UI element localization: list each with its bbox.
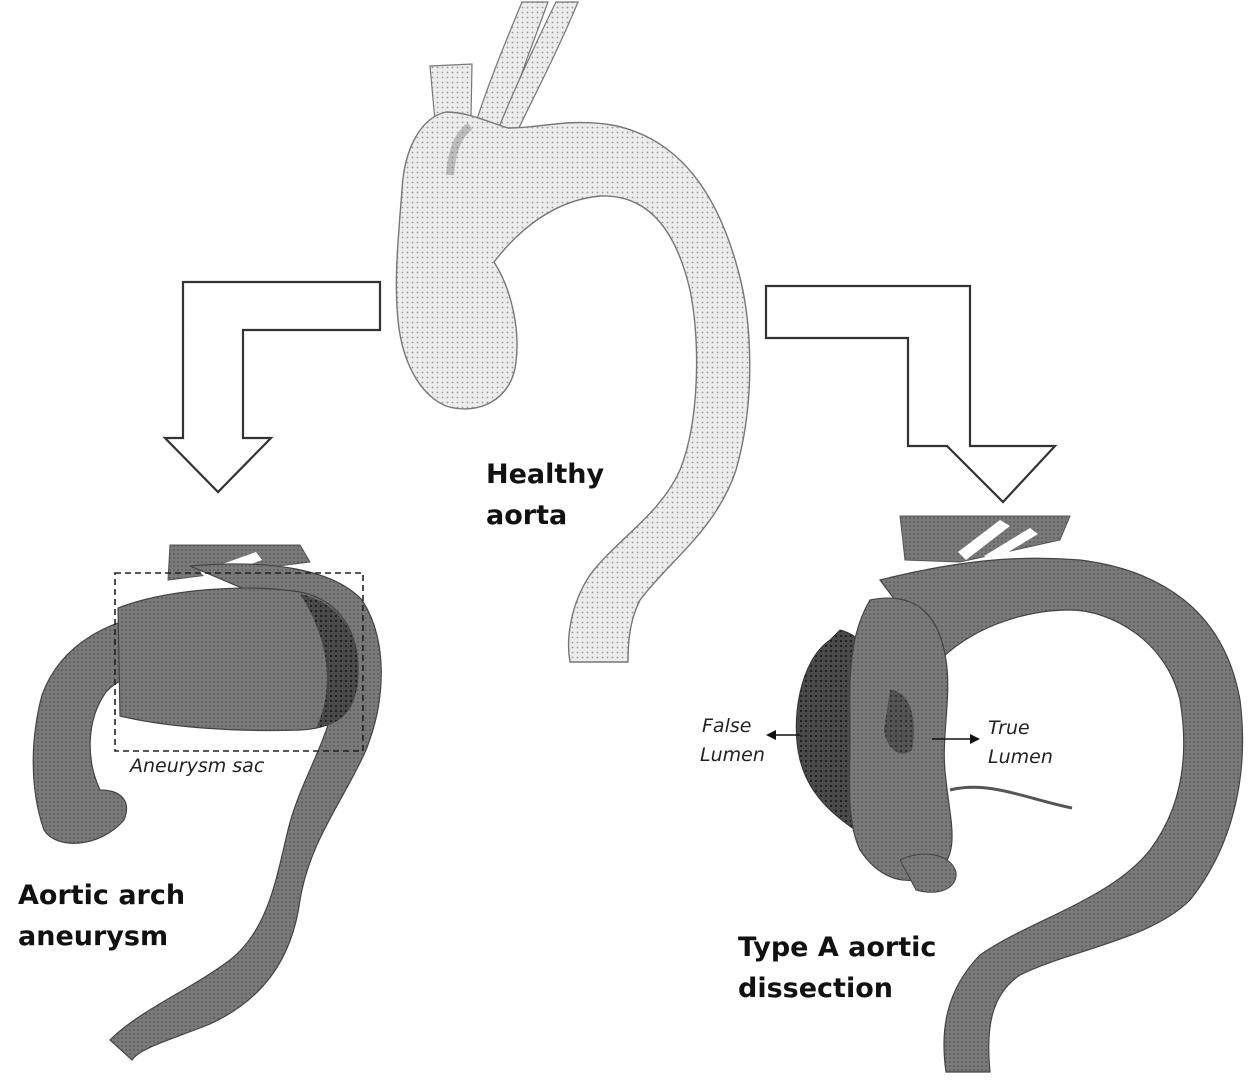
label-dissection-line2: dissection: [738, 972, 893, 1004]
healthy-aorta-model: [395, 1, 751, 663]
aneurysm-model: [32, 544, 382, 1061]
label-healthy-line2: aorta: [486, 499, 568, 531]
label-true-lumen-line1: True: [988, 717, 1030, 739]
label-false-lumen: False Lumen: [700, 712, 765, 771]
label-false-lumen-line2: Lumen: [700, 744, 765, 767]
aneurysm-sac-box: [114, 572, 364, 752]
label-true-lumen-line2: Lumen: [988, 746, 1053, 769]
label-true-lumen: True Lumen: [988, 714, 1053, 773]
label-healthy-aorta: Healthy aorta: [486, 455, 604, 536]
label-aneurysm-line1: Aortic arch: [18, 880, 186, 911]
false-lumen-arrow: [766, 730, 800, 740]
label-aneurysm-sac: Aneurysm sac: [130, 755, 265, 777]
arrow-to-aneurysm: [162, 280, 382, 494]
dissection-model: [795, 515, 1244, 1073]
label-aortic-arch-aneurysm: Aortic arch aneurysm: [18, 876, 185, 957]
healthy-aorta-body: [395, 111, 751, 663]
label-false-lumen-line1: False: [702, 715, 752, 737]
aneurysm-descending-limb: [109, 563, 382, 1061]
label-aneurysm-line2: aneurysm: [18, 920, 169, 952]
label-healthy-line1: Healthy: [486, 459, 605, 490]
arrow-to-dissection: [764, 284, 1058, 504]
label-type-a-dissection: Type A aortic dissection: [738, 928, 936, 1009]
true-lumen-arrow: [932, 734, 980, 744]
label-dissection-line1: Type A aortic: [738, 932, 937, 963]
